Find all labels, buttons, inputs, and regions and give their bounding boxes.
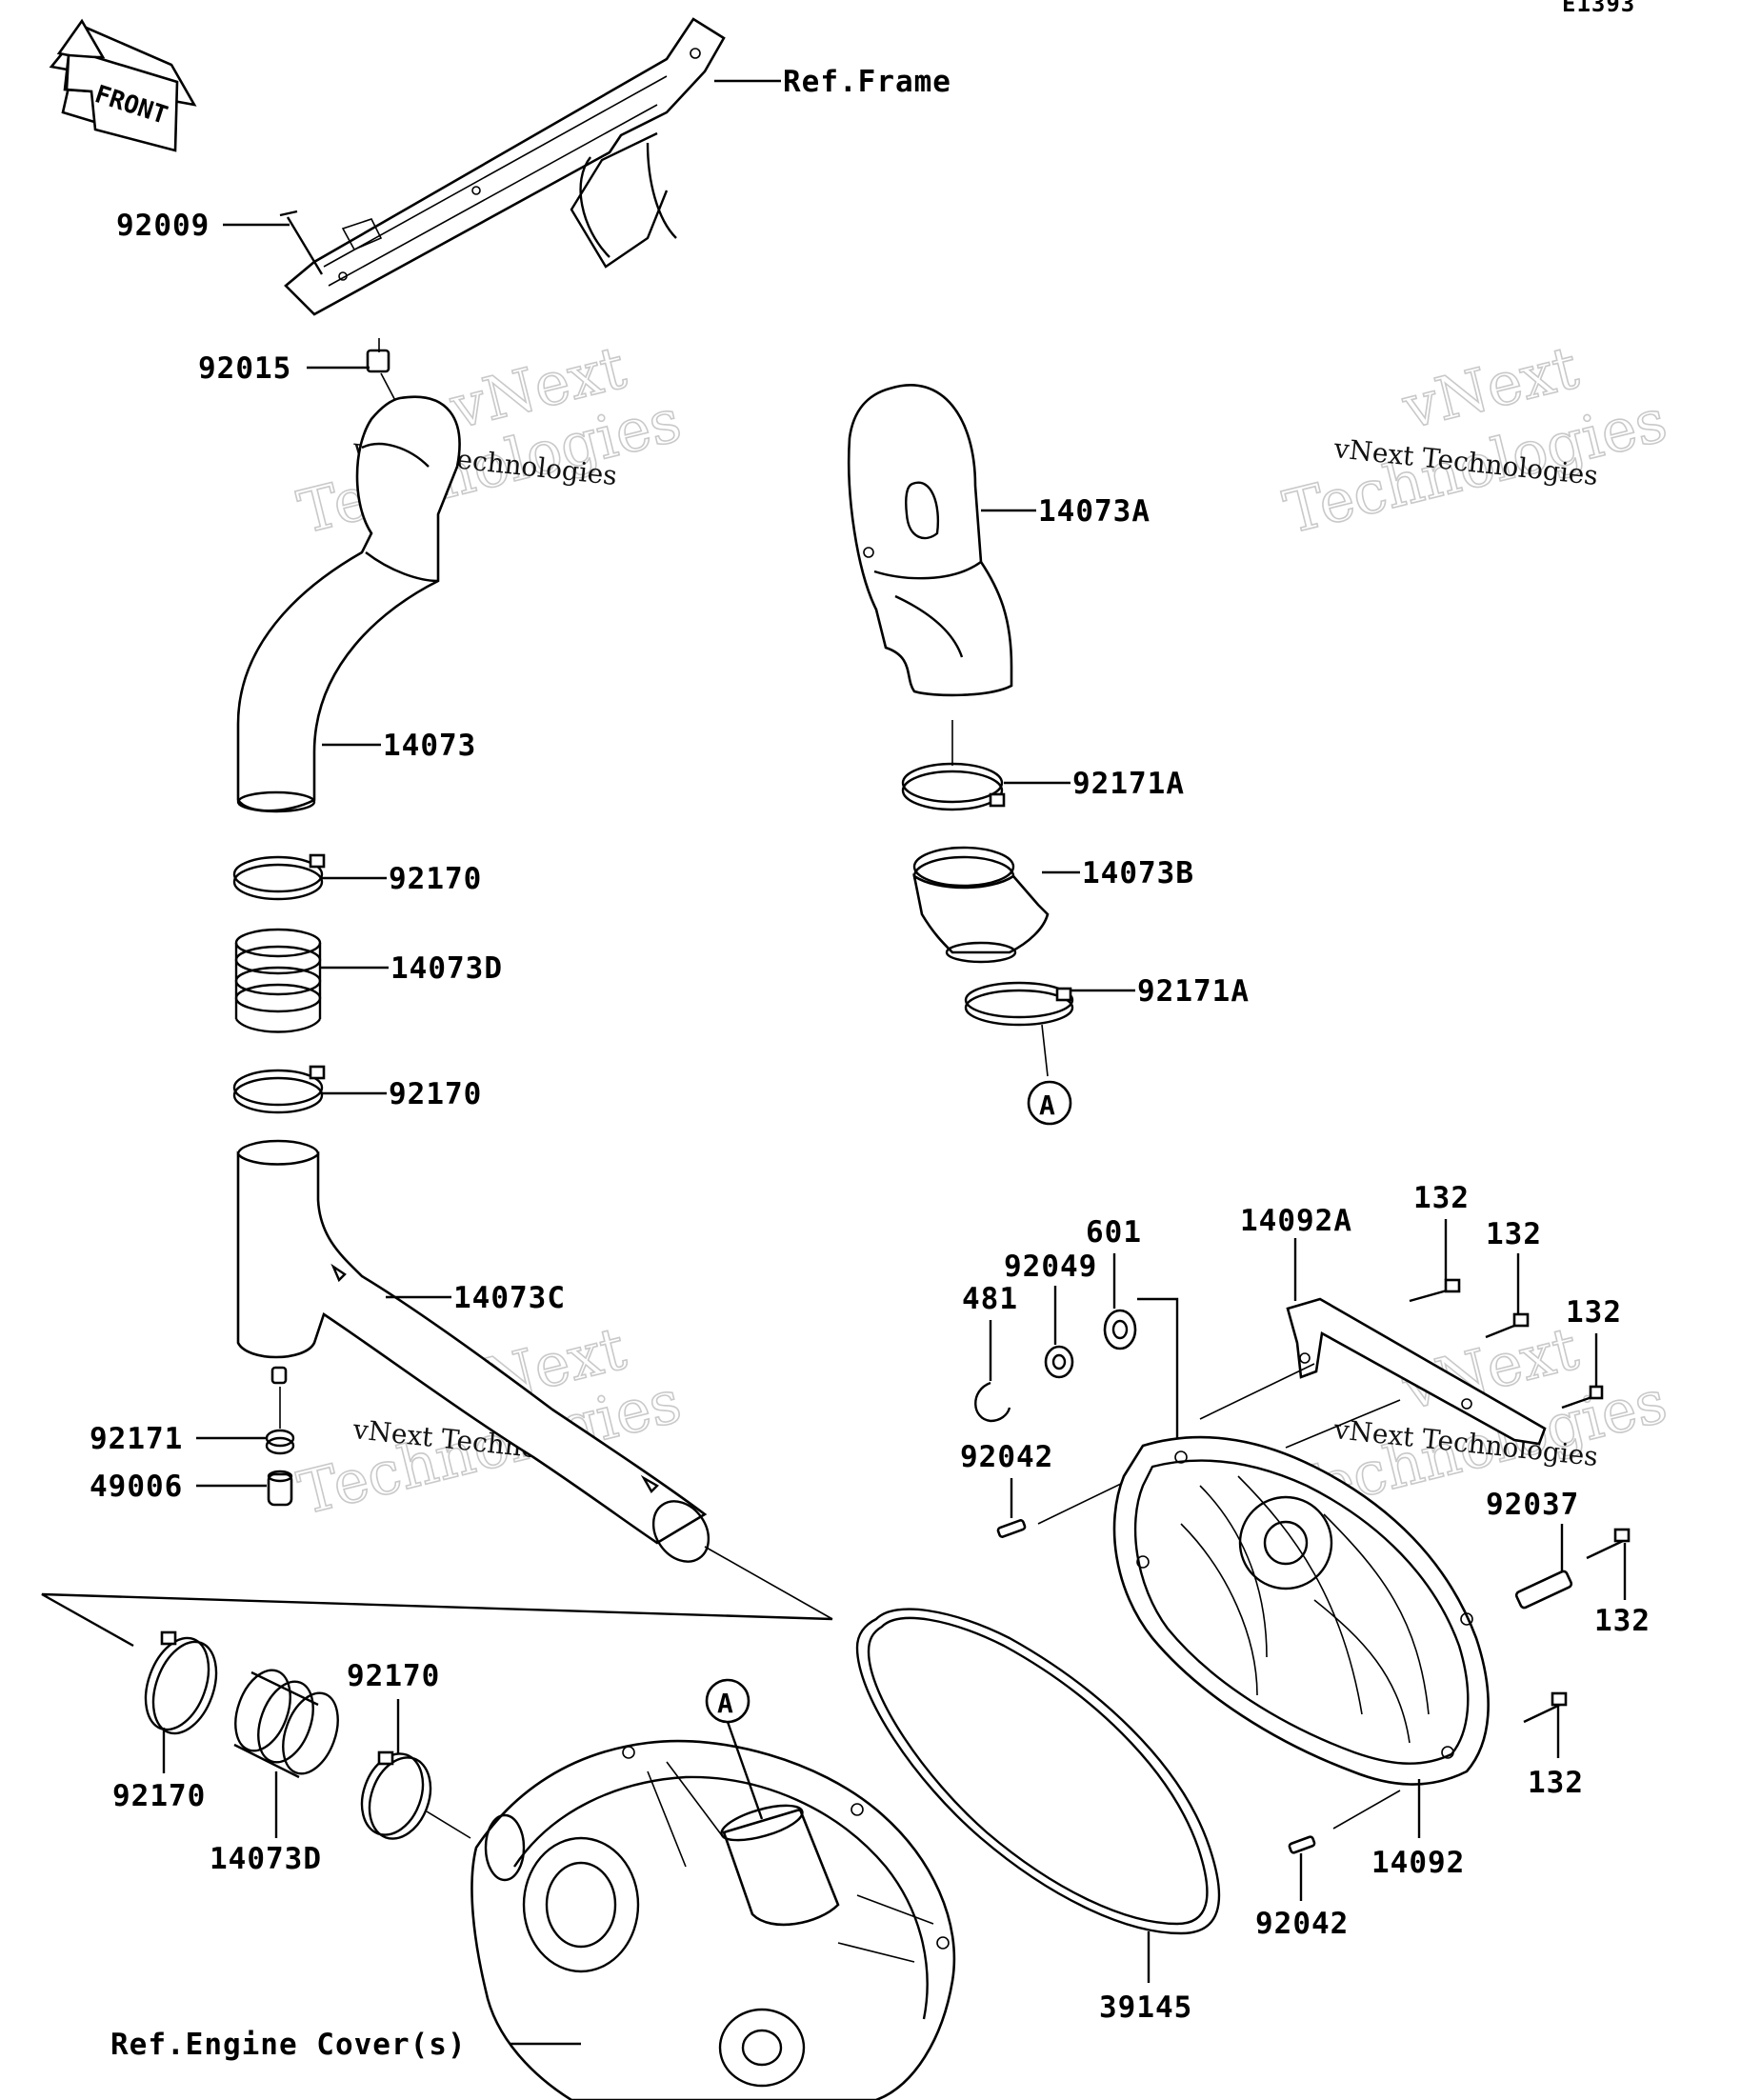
label-92042-a: 92042 — [960, 1440, 1053, 1474]
label-14073A: 14073A — [1038, 494, 1151, 529]
assembly-bracket-line — [41, 1592, 833, 1648]
bolt-132-e-icon — [1523, 1691, 1568, 1724]
bolt-132-a-icon — [1409, 1278, 1461, 1303]
label-132-d: 132 — [1594, 1604, 1651, 1638]
assembly-line — [1285, 1399, 1401, 1449]
ref-engine-cover-label: Ref.Engine Cover(s) — [110, 2028, 467, 2062]
label-49006: 49006 — [90, 1470, 183, 1504]
label-132-a: 132 — [1413, 1181, 1470, 1215]
bolt-92009-icon — [279, 210, 324, 275]
label-92171: 92171 — [90, 1422, 183, 1456]
assembly-line — [704, 1546, 833, 1620]
frame-bracket — [284, 17, 726, 316]
assembly-line — [1199, 1363, 1315, 1420]
clutch-cover-14092 — [1112, 1435, 1490, 1786]
label-14092A: 14092A — [1240, 1204, 1352, 1238]
label-92170-b: 92170 — [389, 1077, 482, 1111]
label-92042-b: 92042 — [1255, 1907, 1349, 1941]
seal-92049-icon — [1044, 1345, 1074, 1379]
svg-text:A: A — [717, 1688, 733, 1719]
clamp-92170-d-icon — [360, 1750, 432, 1840]
spacer-92037-icon — [1514, 1570, 1573, 1610]
dowel-92042-a-icon — [996, 1519, 1027, 1538]
bolt-132-b-icon — [1485, 1312, 1530, 1339]
clamp-92170-c-icon — [144, 1630, 218, 1735]
bolt-132-d-icon — [1586, 1528, 1631, 1560]
label-92015: 92015 — [198, 351, 291, 386]
label-14073C: 14073C — [453, 1281, 566, 1315]
label-601: 601 — [1086, 1215, 1142, 1250]
dowel-92042-b-icon — [1288, 1835, 1316, 1854]
clamp-92171A-a-icon — [901, 720, 1006, 811]
label-132-c: 132 — [1566, 1295, 1622, 1330]
ref-frame-label: Ref.Frame — [783, 65, 951, 99]
label-92049: 92049 — [1004, 1250, 1097, 1284]
boot-14073B-icon — [912, 846, 1050, 964]
assembly-line — [1332, 1790, 1401, 1830]
label-92009: 92009 — [116, 209, 210, 243]
duct-14073C — [236, 1139, 710, 1563]
ref-a-top: A — [1027, 1080, 1072, 1126]
label-14073: 14073 — [383, 729, 476, 763]
label-92171A-b: 92171A — [1137, 974, 1250, 1009]
label-14073B: 14073B — [1082, 856, 1194, 890]
diagram-code: E1393 — [1562, 0, 1635, 17]
label-92171A-a: 92171A — [1072, 767, 1185, 801]
label-14092: 14092 — [1371, 1846, 1465, 1880]
clamp-92171A-b-icon — [964, 981, 1074, 1077]
watermark-right-top: vNext Technologies vNext Technologies — [1276, 331, 1673, 548]
label-39145: 39145 — [1099, 1990, 1192, 2025]
watermark-left-top: vNext Technologies vNext Technologies — [290, 331, 688, 548]
svg-text:A: A — [1039, 1090, 1055, 1121]
label-481: 481 — [962, 1282, 1018, 1316]
clamp-92170-a-icon — [232, 853, 326, 901]
ref-a-bottom: A — [705, 1678, 750, 1724]
circlip-481-icon — [974, 1381, 1011, 1423]
label-92170-d: 92170 — [347, 1659, 440, 1693]
label-132-b: 132 — [1486, 1217, 1542, 1251]
assembly-line — [426, 1810, 471, 1839]
clamp-92170-b-icon — [232, 1065, 326, 1114]
clamp-92171-icon — [265, 1387, 295, 1455]
label-14073D-b: 14073D — [210, 1842, 322, 1876]
front-arrow-icon: FRONT — [49, 18, 197, 152]
label-14073D-a: 14073D — [390, 951, 503, 986]
sleeve-14073D-a-icon — [234, 928, 322, 1033]
duct-14073A — [847, 384, 1013, 697]
label-92170-a: 92170 — [389, 862, 482, 896]
bracket-14092A — [1286, 1297, 1547, 1446]
cap-49006-icon — [267, 1470, 293, 1507]
collar-92015-icon — [366, 349, 390, 373]
label-92037: 92037 — [1486, 1488, 1579, 1522]
sleeve-14073D-b-icon — [233, 1669, 339, 1779]
gasket-39145 — [855, 1608, 1221, 1935]
label-92170-c: 92170 — [112, 1779, 206, 1813]
leader-ref-a-bottom — [726, 1721, 764, 1820]
duct-14073 — [236, 395, 461, 813]
bearing-601-icon — [1103, 1309, 1137, 1350]
engine-cover — [470, 1739, 956, 2100]
label-132-e: 132 — [1528, 1766, 1584, 1800]
